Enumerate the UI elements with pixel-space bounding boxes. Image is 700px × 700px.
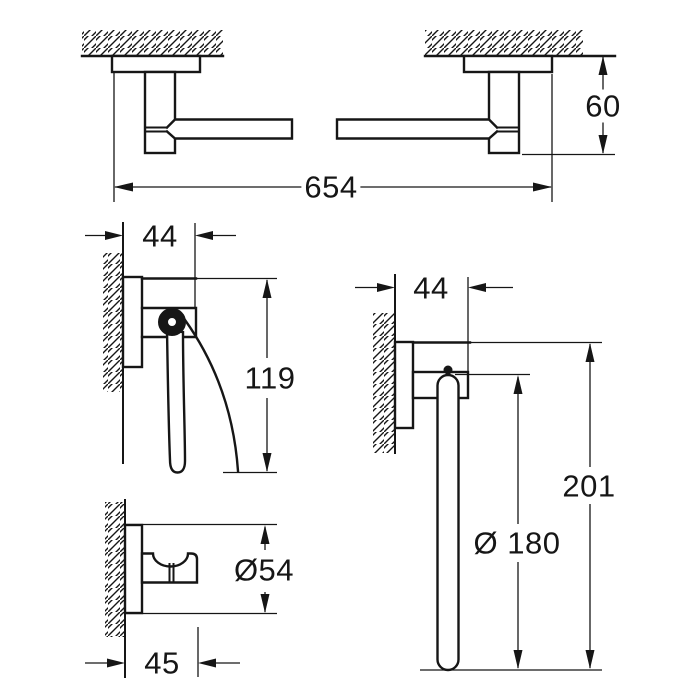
dimension-hook-diameter bbox=[126, 523, 277, 615]
wall-hatch bbox=[105, 502, 125, 637]
dimension-ring-depth bbox=[355, 283, 513, 292]
ring-pivot-ball bbox=[443, 365, 453, 375]
dim-label-ring-diameter: Ø 180 bbox=[470, 526, 564, 560]
dim-label-bar-height: 60 bbox=[582, 89, 624, 123]
wall-hatch bbox=[373, 313, 395, 453]
dimension-ring-diameter bbox=[455, 373, 530, 669]
towel-ring-view bbox=[355, 274, 602, 672]
dimension-holder-depth bbox=[85, 231, 236, 240]
dim-label-ring-depth: 44 bbox=[410, 271, 452, 305]
towel-bar-view bbox=[80, 30, 617, 202]
pivot-joint bbox=[158, 308, 186, 336]
dimension-ring-total-height bbox=[420, 343, 602, 671]
paper-holder-view bbox=[85, 222, 277, 474]
dim-label-hook-depth: 45 bbox=[141, 646, 183, 680]
ring-profile bbox=[436, 373, 460, 672]
dim-label-holder-depth: 44 bbox=[139, 219, 181, 253]
dimension-bar-length bbox=[113, 72, 553, 202]
wall-hatch bbox=[425, 30, 583, 56]
dim-label-holder-height: 119 bbox=[241, 361, 299, 395]
dim-label-ring-total-height: 201 bbox=[559, 469, 619, 503]
dim-label-bar-length: 654 bbox=[301, 170, 361, 204]
dimension-holder-height bbox=[223, 279, 277, 474]
dimension-hook-depth bbox=[85, 627, 240, 677]
robe-hook-view bbox=[85, 499, 277, 678]
wall-hatch bbox=[82, 30, 223, 56]
wall-hatch bbox=[103, 253, 123, 392]
dimension-bar-height bbox=[522, 56, 615, 156]
dim-label-hook-diameter: Ø54 bbox=[230, 553, 298, 587]
